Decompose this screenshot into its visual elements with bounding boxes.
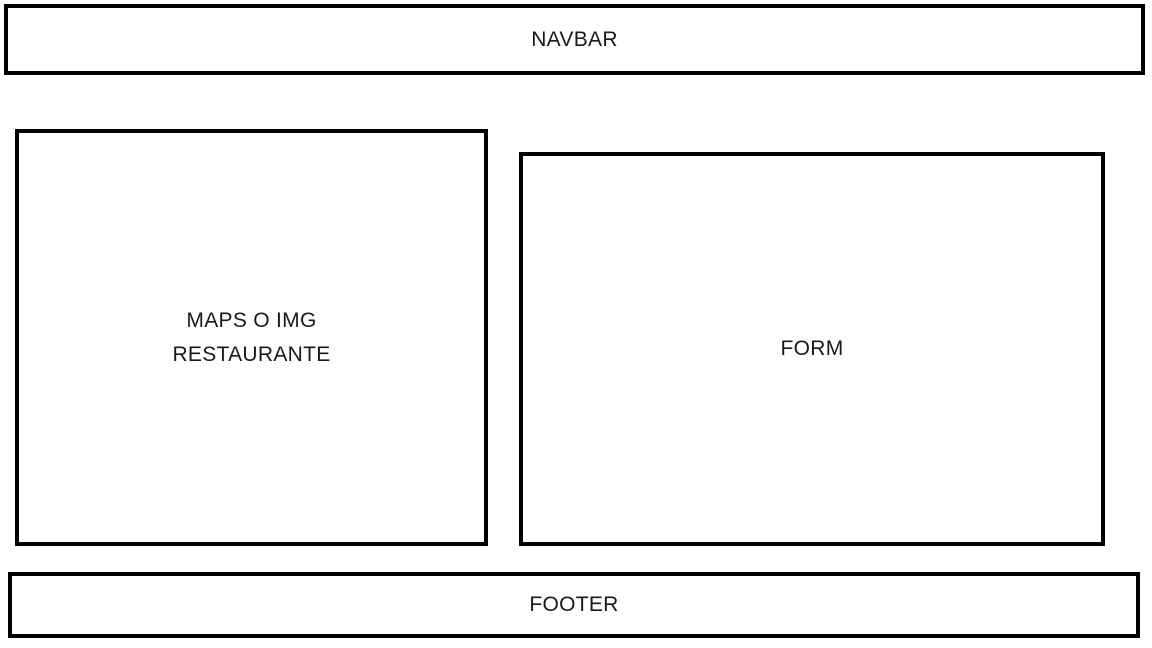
- navbar-block: NAVBAR: [4, 4, 1145, 75]
- form-block: FORM: [519, 152, 1105, 546]
- maps-label: MAPS O IMG RESTAURANTE: [172, 304, 330, 372]
- maps-image-block: MAPS O IMG RESTAURANTE: [15, 129, 488, 546]
- maps-label-line2: RESTAURANTE: [172, 342, 331, 366]
- maps-label-line1: MAPS O IMG: [186, 308, 317, 332]
- navbar-label: NAVBAR: [531, 27, 618, 51]
- footer-label: FOOTER: [529, 593, 619, 616]
- footer-block: FOOTER: [8, 572, 1140, 638]
- form-label: FORM: [780, 337, 844, 360]
